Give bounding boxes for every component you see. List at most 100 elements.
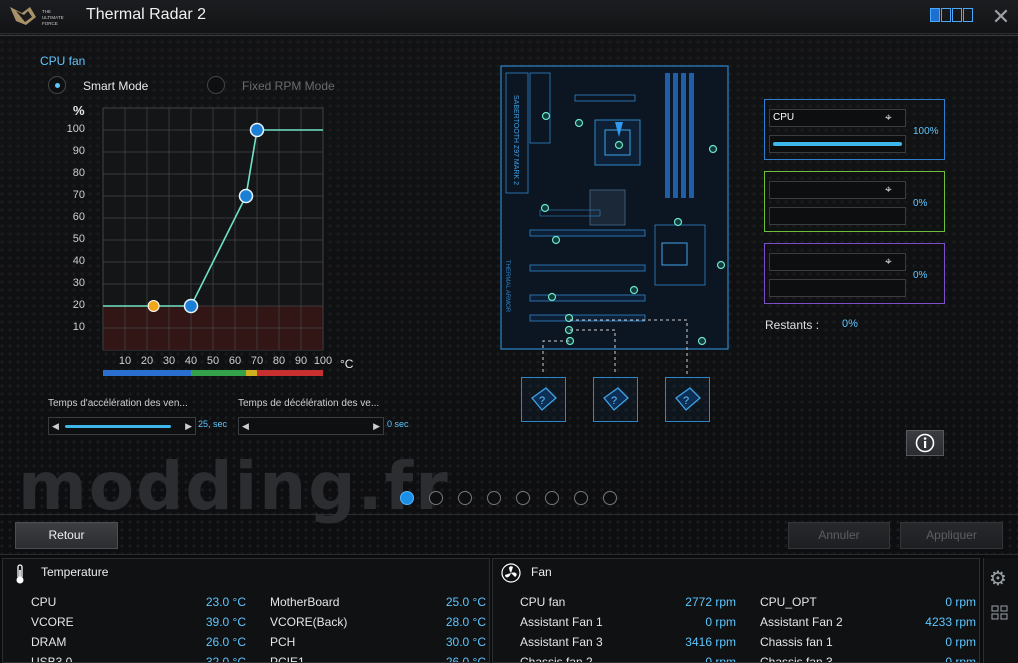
page-dot[interactable] xyxy=(487,491,501,505)
x-unit-label: °C xyxy=(340,357,354,371)
page-dot[interactable] xyxy=(400,491,414,505)
main-window: THE ULTIMATE FORCE Thermal Radar 2 ✕ CPU… xyxy=(0,0,1018,555)
svg-text:?: ? xyxy=(539,395,545,407)
mobo-model-text: SABERTOOTH Z97 MARK 2 xyxy=(512,95,519,185)
info-icon xyxy=(915,433,935,453)
y-tick-label: 80 xyxy=(72,167,85,179)
sensor-value: 4233 rpm xyxy=(925,615,976,629)
page-dot[interactable] xyxy=(458,491,472,505)
page-dot[interactable] xyxy=(516,491,530,505)
sensor-box-1[interactable]: CPU ⌖ 100% xyxy=(764,99,945,160)
motherboard-map: THERMAL ARMOR SABERTOOTH Z97 MARK 2 xyxy=(500,65,730,350)
side-toolbar: ⚙ xyxy=(983,558,1018,663)
sensor-value: 28.0 °C xyxy=(445,615,486,629)
fixed-rpm-label[interactable]: Fixed RPM Mode xyxy=(242,79,335,93)
sensor-name[interactable] xyxy=(769,181,906,199)
arrow-right-icon[interactable]: ▶ xyxy=(185,421,192,431)
sensor-percent: 100% xyxy=(913,126,939,137)
x-tick-label: 60 xyxy=(228,355,242,367)
sensor-label: VCORE(Back) xyxy=(270,615,348,629)
x-tick-label: 10 xyxy=(118,355,132,367)
tuf-logo: THE ULTIMATE FORCE xyxy=(8,3,70,29)
sensor-label: Assistant Fan 3 xyxy=(520,635,603,649)
accel-time-value: 25, sec xyxy=(198,419,228,429)
sensor-label: Chassis fan 2 xyxy=(520,655,593,663)
y-tick-label: 70 xyxy=(72,189,85,201)
unknown-sensor-icon[interactable]: ? xyxy=(593,377,638,422)
curve-control-point xyxy=(238,188,254,204)
info-button[interactable] xyxy=(906,430,944,456)
settings-gear-icon[interactable]: ⚙ xyxy=(989,568,1007,590)
grid-icon[interactable] xyxy=(991,605,1009,621)
y-tick-label: 10 xyxy=(72,321,85,333)
page-dot[interactable] xyxy=(429,491,443,505)
connector-lines xyxy=(542,319,688,375)
temperature-title: Temperature xyxy=(41,565,109,579)
accel-time-slider[interactable]: ◀ ▶ xyxy=(48,417,196,435)
sensor-value: 30.0 °C xyxy=(445,635,486,649)
sensor-label: USB3.0 xyxy=(31,655,73,663)
y-tick-label: 60 xyxy=(72,211,85,223)
view-toggle-item[interactable] xyxy=(952,8,962,22)
fan-title: Fan xyxy=(531,565,552,579)
thermometer-icon xyxy=(16,564,24,584)
view-toggle[interactable] xyxy=(930,8,973,22)
x-tick-label: 50 xyxy=(206,355,220,367)
unknown-sensor-icon[interactable]: ? xyxy=(521,377,566,422)
sensor-label: Assistant Fan 1 xyxy=(520,615,603,629)
sensor-box-3[interactable]: ⌖ 0% xyxy=(764,243,945,304)
crosshair-icon[interactable]: ⌖ xyxy=(885,110,892,124)
sensor-level-bar xyxy=(769,207,906,225)
sensor-label: Chassis fan 3 xyxy=(760,655,833,663)
crosshair-icon[interactable]: ⌖ xyxy=(885,254,892,268)
smart-mode-radio[interactable] xyxy=(48,76,66,94)
crosshair-icon[interactable]: ⌖ xyxy=(885,182,892,196)
x-tick-label: 100 xyxy=(313,355,333,367)
arrow-left-icon[interactable]: ◀ xyxy=(52,421,59,431)
sensor-name[interactable]: CPU xyxy=(769,109,906,127)
arrow-right-icon[interactable]: ▶ xyxy=(373,421,380,431)
window-title: Thermal Radar 2 xyxy=(86,6,207,23)
sensor-name[interactable] xyxy=(769,253,906,271)
back-button[interactable]: Retour xyxy=(15,522,118,549)
x-tick-label: 20 xyxy=(140,355,154,367)
arrow-left-icon[interactable]: ◀ xyxy=(242,421,249,431)
fixed-rpm-radio[interactable] xyxy=(207,76,225,94)
page-dot[interactable] xyxy=(603,491,617,505)
svg-text:?: ? xyxy=(683,395,689,407)
curve-control-point xyxy=(249,122,265,138)
sensor-level-bar xyxy=(769,135,906,153)
sensor-value: 0 rpm xyxy=(945,595,976,609)
page-dot[interactable] xyxy=(574,491,588,505)
x-tick-label: 70 xyxy=(250,355,264,367)
sensor-value: 0 rpm xyxy=(705,615,736,629)
view-toggle-item[interactable] xyxy=(930,8,940,22)
sensor-label: Chassis fan 1 xyxy=(760,635,833,649)
y-tick-label: 50 xyxy=(72,233,85,245)
cancel-button[interactable]: Annuler xyxy=(788,522,890,549)
view-toggle-item[interactable] xyxy=(941,8,951,22)
sensor-value: 25.0 °C xyxy=(445,595,486,609)
smart-mode-label[interactable]: Smart Mode xyxy=(83,79,149,93)
svg-text:?: ? xyxy=(611,395,617,407)
sensor-label: MotherBoard xyxy=(270,595,340,609)
temperature-panel-header: Temperature xyxy=(3,559,489,587)
sensor-value: 23.0 °C xyxy=(205,595,246,609)
unknown-sensor-icon[interactable]: ? xyxy=(665,377,710,422)
decel-time-value: 0 sec xyxy=(387,419,409,429)
y-tick-label: 100 xyxy=(66,123,85,135)
page-indicator[interactable] xyxy=(400,491,617,505)
fan-curve-svg[interactable] xyxy=(50,100,370,390)
close-icon[interactable]: ✕ xyxy=(991,4,1011,29)
sensor-level-fill xyxy=(773,142,902,146)
sensor-box-2[interactable]: ⌖ 0% xyxy=(764,171,945,232)
view-toggle-item[interactable] xyxy=(963,8,973,22)
decel-time-slider[interactable]: ◀ ▶ xyxy=(238,417,384,435)
page-dot[interactable] xyxy=(545,491,559,505)
apply-button[interactable]: Appliquer xyxy=(900,522,1003,549)
logo-text-line2: ULTIMATE xyxy=(42,15,64,20)
accel-slider-fill xyxy=(65,425,172,428)
